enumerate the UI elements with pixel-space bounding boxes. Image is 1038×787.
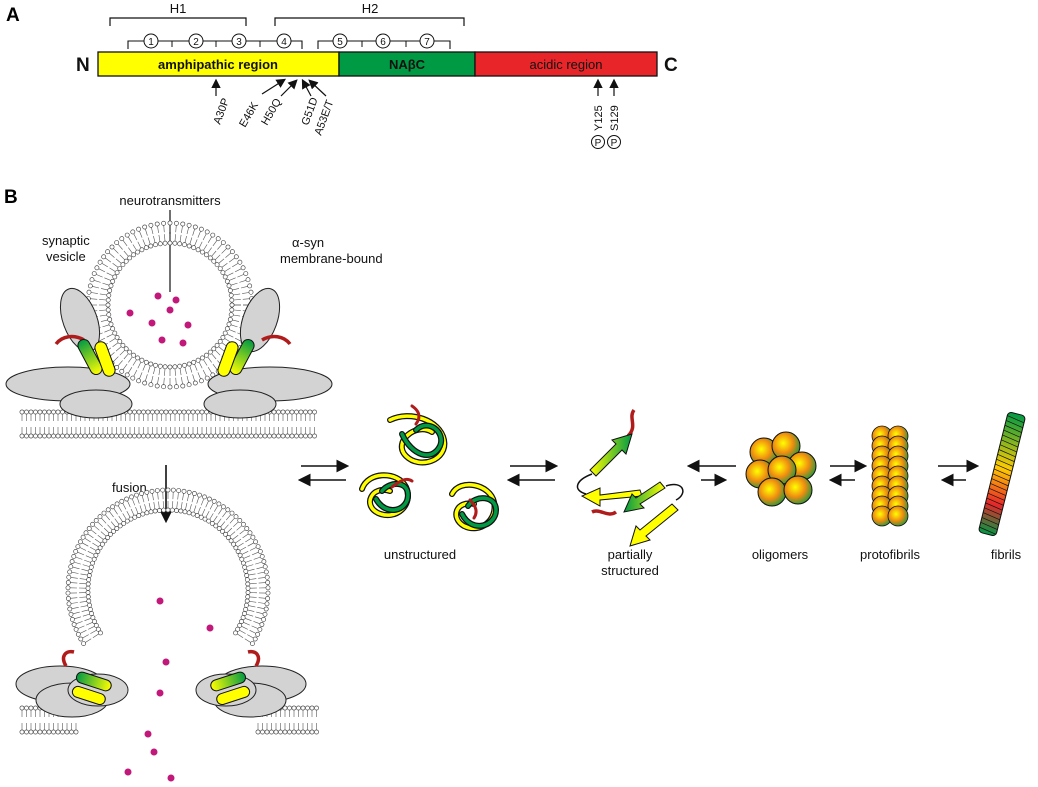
neurotransmitter-molecules: [126, 292, 192, 347]
mutation-a30p: A30P: [212, 97, 232, 126]
label-fibrils: fibrils: [991, 547, 1022, 562]
repeat-2: 2: [193, 37, 199, 48]
fused-vesicle: [65, 487, 271, 646]
asyn-fusion-left: [61, 649, 112, 706]
phospho-symbol-y125: P: [595, 138, 602, 149]
fibril: [978, 412, 1026, 536]
nabc-region-bar: [338, 51, 476, 77]
h2-bracket: [274, 17, 465, 26]
asyn-label-line2: membrane-bound: [280, 251, 383, 266]
phospho-site-s129: S129: [609, 105, 621, 131]
partially-structured-monomers: [576, 408, 684, 547]
repeat-markers: 1 2 3 4 5 6 7: [143, 33, 435, 49]
label-oligomers: oligomers: [752, 547, 809, 562]
label-protofibrils: protofibrils: [860, 547, 920, 562]
n-terminus-label: N: [76, 55, 90, 76]
acidic-region-bar: [474, 51, 658, 77]
h1-label: H1: [170, 1, 187, 16]
protofibril-stack: [871, 425, 909, 527]
phospho-symbol-s129: P: [611, 138, 618, 149]
nabc-region-label: NAβC: [389, 57, 426, 72]
oligomer-cluster: [745, 431, 817, 507]
mutation-e46k: E46K: [237, 100, 261, 130]
mutation-arrows: [211, 78, 619, 97]
amphipathic-region-bar: [97, 51, 340, 77]
label-partially: partially: [608, 547, 653, 562]
repeat-6: 6: [380, 37, 386, 48]
label-structured: structured: [601, 563, 659, 578]
released-neurotransmitters: [124, 597, 214, 782]
repeat-4: 4: [281, 37, 287, 48]
repeat-3: 3: [236, 37, 242, 48]
mutation-h50q: H50Q: [259, 96, 284, 127]
phospho-site-y125: Y125: [593, 105, 605, 131]
repeat-5: 5: [337, 37, 343, 48]
c-terminus-label: C: [664, 55, 678, 76]
phospho-icon-s129: [607, 135, 621, 149]
panel-label-b: B: [4, 187, 18, 208]
panel-label-a: A: [6, 5, 20, 26]
repeat-bracket-1: [127, 40, 303, 49]
h2-label: H2: [362, 1, 379, 16]
equilibrium-arrows: [297, 459, 980, 487]
asyn-membrane-bound-right: [217, 334, 292, 377]
membrane-proteins-top: [5, 287, 333, 419]
asyn-membrane-bound-left: [54, 334, 116, 377]
neurotransmitters-label: neurotransmitters: [119, 193, 221, 208]
repeat-7: 7: [424, 37, 430, 48]
label-unstructured: unstructured: [384, 547, 456, 562]
h1-bracket: [109, 17, 247, 26]
acidic-region-label: acidic region: [530, 57, 603, 72]
synaptic-vesicle-label-line2: vesicle: [46, 249, 86, 264]
synaptic-vesicle-label-line1: synaptic: [42, 233, 90, 248]
plasma-membrane-top: [19, 409, 317, 439]
unstructured-monomers: [359, 404, 500, 532]
phospho-icon-y125: [591, 135, 605, 149]
amphipathic-region-label: amphipathic region: [158, 57, 278, 72]
asyn-fusion-right: [210, 649, 261, 706]
repeat-1: 1: [148, 37, 154, 48]
asyn-label-line1: α-syn: [292, 235, 324, 250]
domain-map: H1 H2 1 2 3 4 5 6 7 amphi: [76, 1, 678, 149]
fusion-label: fusion: [112, 480, 147, 495]
